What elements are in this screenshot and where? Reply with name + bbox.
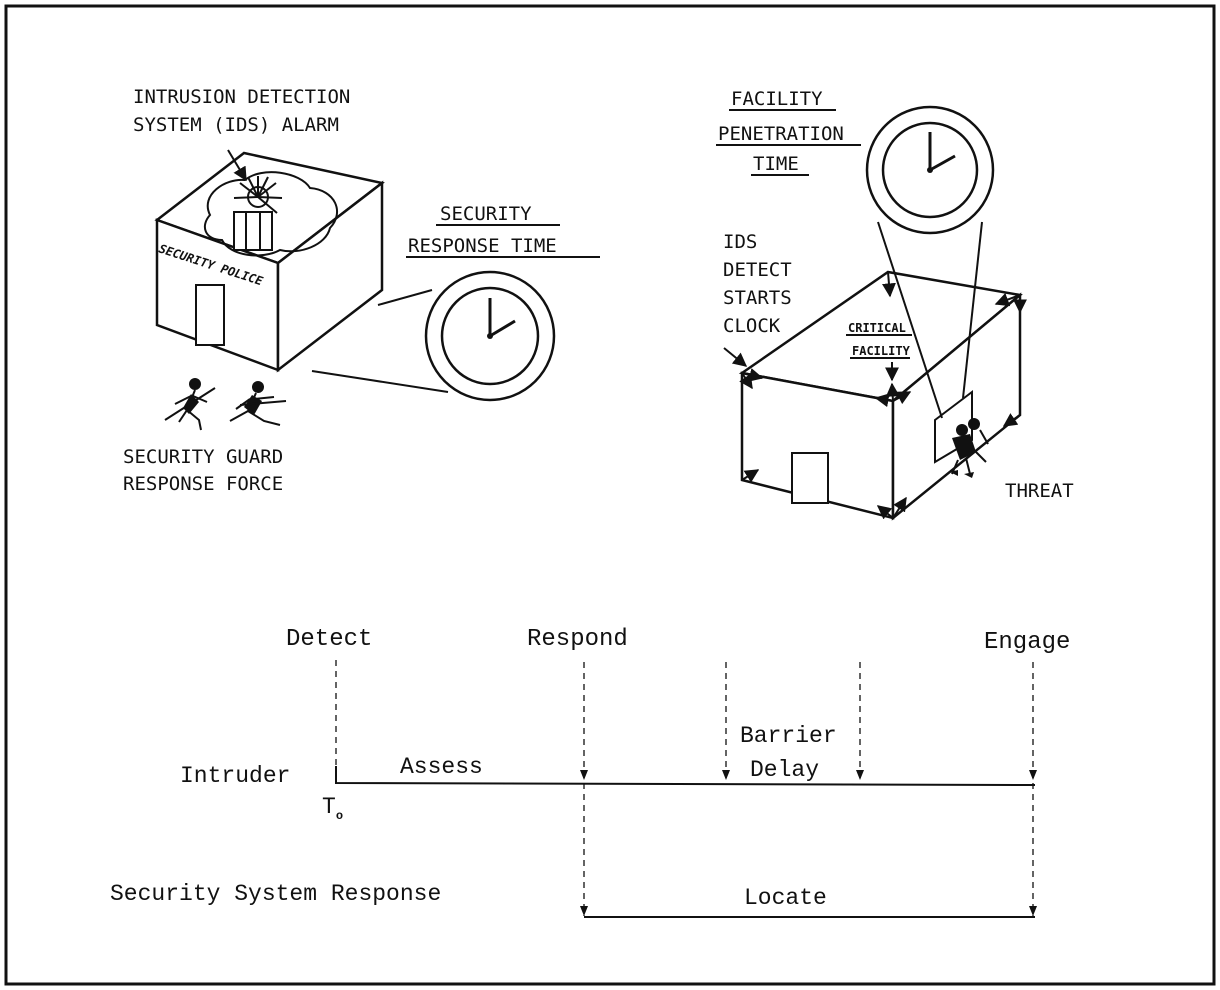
- security-response-label-line2: RESPONSE TIME: [408, 235, 557, 257]
- ids-detect-label-line2: DETECT: [723, 259, 792, 281]
- ids-detect-label-line4: CLOCK: [723, 315, 781, 337]
- security-response-clock-icon: [424, 270, 556, 402]
- t0-label: To: [322, 794, 343, 823]
- delay-segment-label: Delay: [750, 757, 819, 783]
- guard-label-line1: SECURITY GUARD: [123, 446, 283, 468]
- guard-label-line2: RESPONSE FORCE: [123, 473, 283, 495]
- event-respond-label: Respond: [527, 626, 628, 653]
- threat-label: THREAT: [1005, 480, 1074, 502]
- intruder-timeline-line: [335, 766, 1036, 786]
- security-guards-icon: [164, 378, 287, 431]
- timeline: [335, 660, 1037, 918]
- boundary-arrows: [739, 271, 1027, 520]
- facility-penetration-clock-icon: [865, 105, 995, 235]
- security-response-label-line1: SECURITY: [440, 203, 532, 225]
- intruder-row-label: Intruder: [180, 763, 290, 789]
- critical-facility-label-line1: CRITICAL: [848, 321, 906, 335]
- critical-facility-building: [723, 270, 1027, 521]
- security-police-building: SECURITY POLICE: [154, 149, 385, 373]
- assess-segment-label: Assess: [400, 754, 483, 780]
- alarm-siren-icon: [233, 176, 283, 251]
- barrier-segment-label: Barrier: [740, 723, 837, 749]
- threat-figure-icon: [950, 418, 989, 478]
- event-engage-label: Engage: [984, 629, 1070, 656]
- ids-alarm-label-line1: INTRUSION DETECTION: [133, 86, 350, 108]
- facility-door-icon: [791, 452, 829, 504]
- facility-penetration-label-line3: TIME: [753, 153, 799, 175]
- locate-segment-label: Locate: [744, 885, 827, 911]
- police-door-icon: [195, 284, 225, 346]
- figure-frame: [4, 4, 1216, 986]
- facility-penetration-label-line2: PENETRATION: [718, 123, 844, 145]
- ids-detect-label-line1: IDS: [723, 231, 757, 253]
- critical-facility-label-line2: FACILITY: [852, 344, 911, 358]
- ids-alarm-label-line2: SYSTEM (IDS) ALARM: [133, 114, 339, 136]
- response-row-label: Security System Response: [110, 881, 441, 907]
- facility-penetration-label-line1: FACILITY: [731, 88, 823, 110]
- ids-detect-label-line3: STARTS: [723, 287, 792, 309]
- event-detect-label: Detect: [286, 626, 372, 653]
